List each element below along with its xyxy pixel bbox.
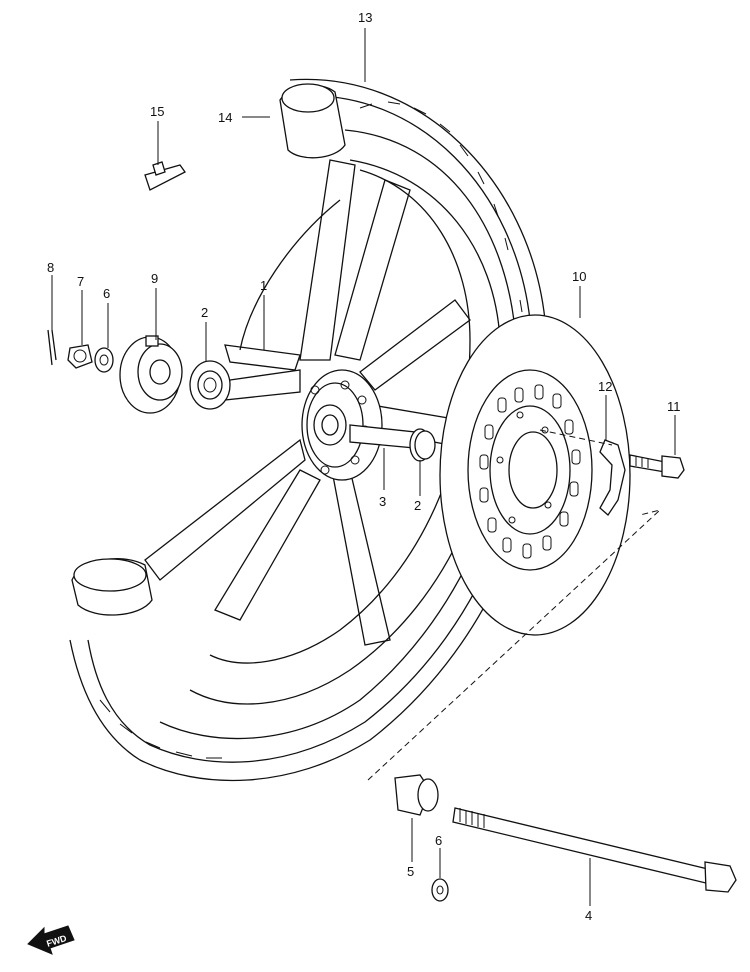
bearing-left xyxy=(189,360,231,410)
leader-lines xyxy=(51,28,676,906)
callout-4: 4 xyxy=(585,908,592,923)
callout-3: 3 xyxy=(379,494,386,509)
washer-bottom xyxy=(431,878,449,902)
callout-2-left: 2 xyxy=(201,305,208,320)
washer-top xyxy=(94,347,114,373)
brake-disc xyxy=(439,314,631,636)
balancer-weight xyxy=(144,161,186,191)
spacer-left xyxy=(394,774,439,816)
callout-12: 12 xyxy=(598,379,612,394)
bearing-right xyxy=(414,430,436,460)
callout-15: 15 xyxy=(150,104,164,119)
callout-8: 8 xyxy=(47,260,54,275)
rim-band xyxy=(71,83,346,616)
callout-6-top: 6 xyxy=(103,286,110,301)
callout-11: 11 xyxy=(667,399,681,414)
callout-10: 10 xyxy=(572,269,586,284)
callout-5: 5 xyxy=(407,864,414,879)
speedometer-gearbox xyxy=(119,335,183,414)
callout-2-right: 2 xyxy=(414,498,421,513)
callout-6-bottom: 6 xyxy=(435,833,442,848)
cotter-pin xyxy=(47,329,57,366)
axle xyxy=(452,807,737,893)
callout-14: 14 xyxy=(218,110,232,125)
disc-bolt xyxy=(629,454,685,479)
assembly-guides xyxy=(367,429,661,781)
callout-7: 7 xyxy=(77,274,84,289)
callout-13: 13 xyxy=(358,10,372,25)
callout-1: 1 xyxy=(260,278,267,293)
castle-nut xyxy=(67,344,93,369)
lock-washer xyxy=(599,439,626,516)
callout-labels: 13 14 15 8 7 6 9 1 2 10 12 11 3 2 5 6 4 xyxy=(47,10,681,923)
fwd-arrow-badge: FWD xyxy=(27,925,75,955)
callout-9: 9 xyxy=(151,271,158,286)
cast-wheel xyxy=(144,159,471,664)
